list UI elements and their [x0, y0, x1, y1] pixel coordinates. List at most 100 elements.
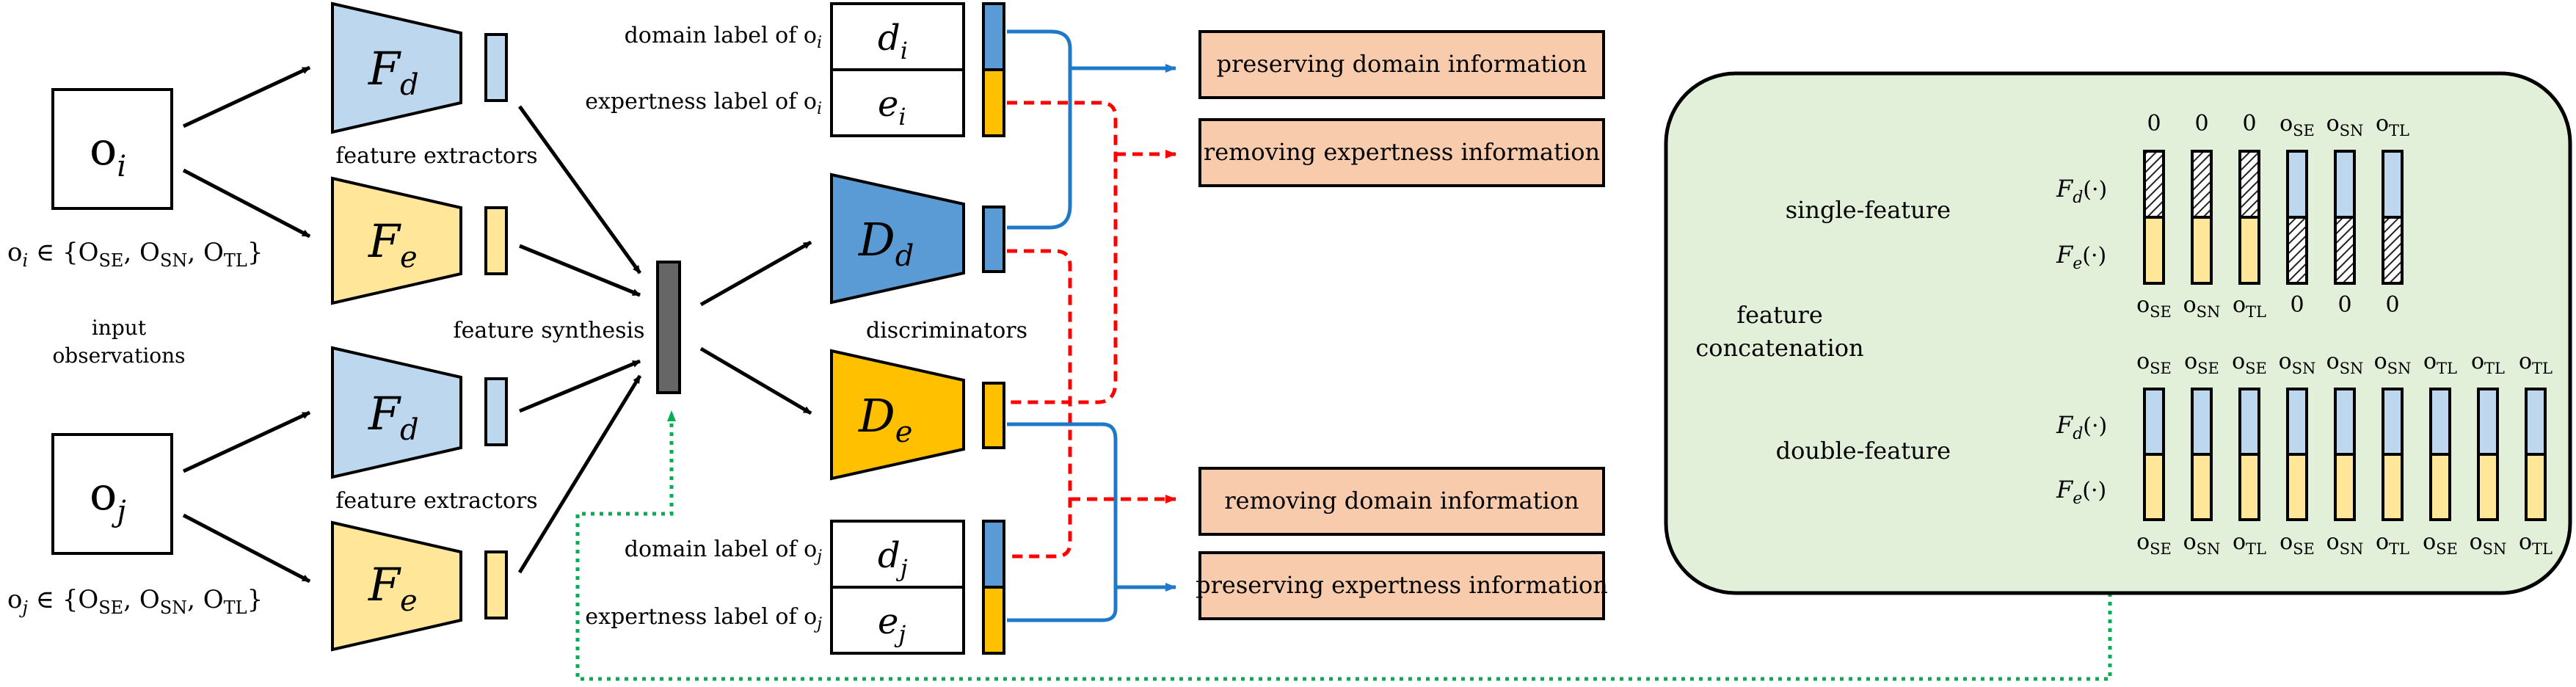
fd-label: Fd — [368, 42, 419, 102]
discriminator-dd: Dd — [830, 172, 1005, 305]
objective-text: removing expertness information — [1204, 138, 1600, 166]
single-feature-bar — [2334, 150, 2356, 285]
objective-preserving-domain: preserving domain information — [1198, 30, 1605, 99]
double-feature-bar — [2286, 388, 2308, 521]
extractor-fe-top: Fe — [331, 176, 508, 305]
objective-text: removing domain information — [1224, 487, 1579, 515]
expertness-label-j-text: expertness label of oj — [585, 604, 822, 633]
discriminator-de: De — [830, 349, 1005, 481]
red-connectors-bottom — [1007, 249, 1176, 559]
input-caption-line1: input — [92, 316, 147, 340]
double-feature-bar — [2238, 388, 2260, 521]
fd-segment — [2238, 150, 2260, 219]
input-oj-box — [51, 433, 173, 555]
objective-text: preserving domain information — [1217, 50, 1587, 78]
double-top-label: oSN — [2374, 349, 2412, 377]
double-top-label: oSN — [2326, 349, 2364, 377]
double-feature-bar — [2429, 388, 2451, 521]
fe-segment — [2286, 216, 2308, 285]
double-feature-bars: oSEoSEoSEoSNoSEoTLoSNoSEoSNoSNoSNoTLoTLo… — [2136, 349, 2553, 558]
double-top-label: oTL — [2519, 349, 2553, 377]
fe-trapezoid — [331, 176, 462, 305]
double-top-label: oTL — [2471, 349, 2505, 377]
dd-label: Dd — [858, 213, 914, 273]
single-feature-bar — [2286, 150, 2308, 285]
fd-label: Fd — [368, 387, 419, 447]
fe-segment — [2525, 453, 2547, 521]
blue-bracket-top — [1007, 29, 1072, 230]
e-i-symbol: ei — [878, 84, 906, 131]
single-fe-row-label: Fe(·) — [2056, 241, 2106, 273]
fe-segment — [2191, 216, 2213, 285]
extractor-fe-bottom: Fe — [331, 520, 508, 652]
arrow-synth-to-dd — [699, 240, 812, 307]
fe-segment — [2334, 453, 2356, 521]
red-bracket-bottom — [1007, 249, 1072, 559]
panel-title-line2: concatenation — [1695, 334, 1863, 362]
fd-segment — [2334, 388, 2356, 456]
d-i-vector — [982, 2, 1005, 71]
double-bottom-label: oTL — [2376, 529, 2409, 558]
blue-connectors-top — [1007, 29, 1176, 230]
fd-segment — [2382, 388, 2404, 456]
input-oi-set: oi ∈ {OSE, OSN, OTL} — [7, 238, 263, 271]
double-bottom-label: oTL — [2233, 529, 2266, 558]
double-feature-bar — [2334, 388, 2356, 521]
input-oi-symbol: oi — [90, 122, 126, 183]
d-i-symbol: di — [878, 18, 908, 65]
domain-label-i-text: domain label of oi — [625, 23, 822, 52]
fe-segment — [2334, 216, 2356, 285]
fe-label: Fe — [368, 558, 418, 618]
feature-concatenation-panel: feature concatenation single-feature dou… — [1664, 71, 2572, 595]
double-bottom-label: oSE — [2280, 529, 2315, 558]
fd-segment — [2143, 150, 2165, 219]
discriminator-caption: discriminators — [866, 318, 1027, 344]
double-bottom-label: oTL — [2519, 529, 2553, 558]
fe-segment — [2143, 216, 2165, 285]
de-output — [982, 382, 1005, 449]
single-bottom-label: oSN — [2183, 292, 2221, 321]
fd-segment — [2334, 150, 2356, 219]
double-fe-row-label: Fe(·) — [2056, 476, 2106, 508]
input-oj-set: oj ∈ {OSE, OSN, OTL} — [7, 585, 263, 618]
arrow-oj-to-fe — [182, 513, 311, 584]
dd-trapezoid — [830, 172, 965, 305]
objective-removing-domain: removing domain information — [1198, 467, 1605, 536]
fd-segment — [2286, 388, 2308, 456]
blue-connectors-bottom — [1007, 422, 1176, 622]
input-caption-line2: observations — [52, 344, 185, 368]
objective-box — [1198, 551, 1605, 620]
single-bottom-label: oTL — [2233, 292, 2266, 321]
labels-j: domain label of oj expertness label of o… — [585, 520, 1005, 655]
double-top-label: oSN — [2279, 349, 2316, 377]
single-feature-bar — [2238, 150, 2260, 285]
fe-trapezoid — [331, 520, 462, 652]
fe-segment — [2382, 453, 2404, 521]
expertness-label-i-text: expertness label of oi — [585, 89, 822, 118]
arrow-oi-to-fe — [182, 168, 311, 239]
objective-box — [1198, 467, 1605, 536]
fe-feature-vector — [484, 550, 508, 619]
single-bottom-label: 0 — [2337, 292, 2351, 318]
input-oi: oi oi ∈ {OSE, OSN, OTL} — [7, 88, 263, 271]
single-feature-bar — [2143, 150, 2165, 285]
double-top-label: oSE — [2232, 349, 2267, 377]
fe-segment — [2429, 453, 2451, 521]
arrow-fd-to-synth — [517, 105, 642, 275]
fd-segment — [2238, 388, 2260, 456]
objective-box — [1198, 118, 1605, 187]
single-top-label: 0 — [2147, 111, 2161, 137]
double-feature-bar — [2382, 388, 2404, 521]
panel-title-line1: feature — [1736, 301, 1823, 329]
fe-segment — [2191, 453, 2213, 521]
extractor-caption-bottom: feature extractors — [335, 488, 537, 514]
extractor-fd-bottom: Fd — [331, 346, 508, 479]
fd-feature-vector — [484, 33, 508, 102]
double-bottom-label: oSE — [2136, 529, 2172, 558]
de-label: De — [858, 389, 912, 449]
arrow-fd-to-synth — [519, 359, 641, 413]
synthesized-feature — [656, 261, 681, 394]
red-bracket-top — [1007, 101, 1118, 404]
fd-segment — [2382, 150, 2404, 219]
